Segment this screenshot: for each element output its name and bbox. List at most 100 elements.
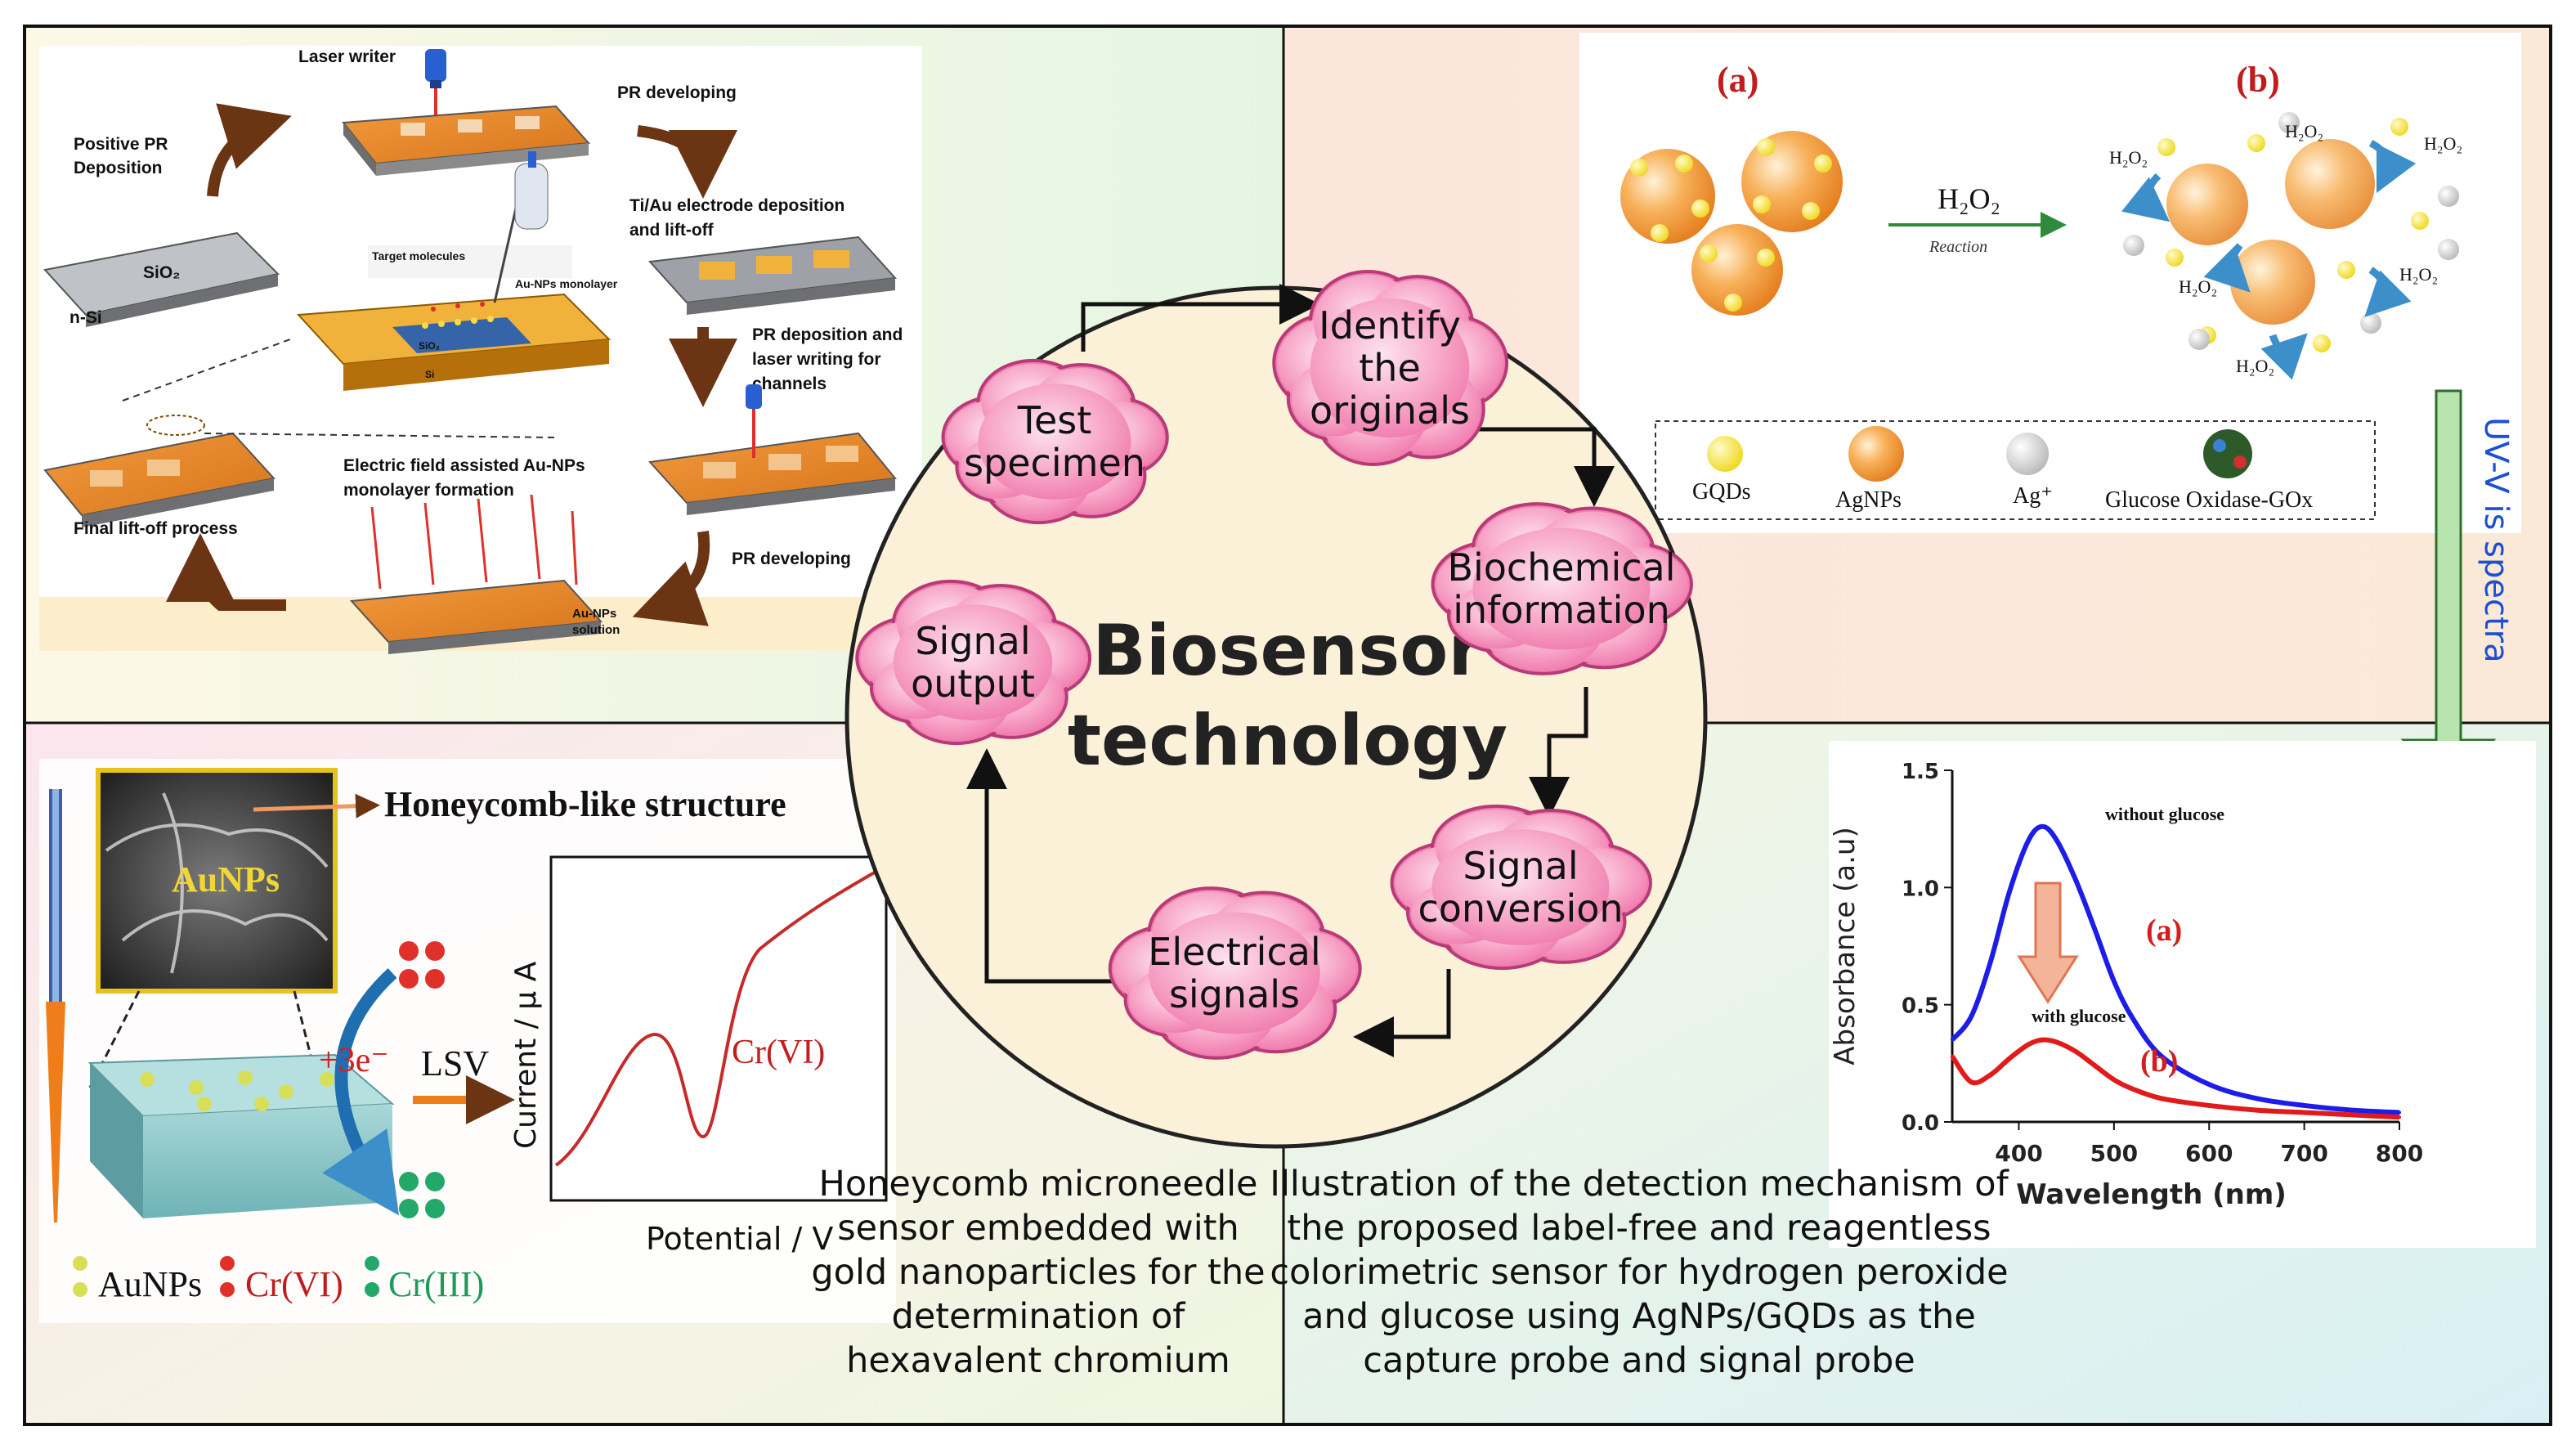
agnp-cluster-before xyxy=(1620,131,1843,316)
label-tiau-line1: Ti/Au electrode deposition xyxy=(629,196,844,215)
label-au-nps-solution-line2: solution xyxy=(572,623,620,637)
y-tick-label: 0.0 xyxy=(1902,1111,1939,1136)
cloud-step-1-line-2: specimen xyxy=(964,441,1145,485)
label-sio2: SiO₂ xyxy=(143,263,181,282)
legend-agnps: AgNPs xyxy=(1835,487,1902,513)
label-h2o2-reaction: H₂O₂ xyxy=(1938,182,2000,215)
sio2-wafer xyxy=(43,231,280,327)
series-1-point xyxy=(1951,1038,1954,1042)
series-1-point xyxy=(2350,1108,2354,1112)
series-1-point xyxy=(2112,980,2116,983)
label-pr-developing-2: PR developing xyxy=(732,550,851,568)
process-arrow-4 xyxy=(166,533,286,611)
label-au-nps-solution-line1: Au-NPs xyxy=(572,607,616,621)
label-panel-a: (a) xyxy=(1717,60,1758,100)
y-tick-label: 1.5 xyxy=(1902,760,1939,784)
center-title-line2: technology xyxy=(1068,700,1508,782)
caption-right-line5: capture probe and signal probe xyxy=(1363,1340,1915,1381)
label-reaction: Reaction xyxy=(1929,238,1987,256)
series-1-point xyxy=(2055,839,2059,842)
label-pr-dep-line1: PR deposition and xyxy=(752,325,903,344)
absorbance-chart-bg xyxy=(1829,741,2536,1248)
label-pr-dep-line2: laser writing for xyxy=(752,350,881,369)
lsv-xlabel: Potential / V xyxy=(646,1221,833,1257)
caption-left-line3: gold nanoparticles for the xyxy=(811,1252,1265,1293)
lsv-curve xyxy=(554,865,885,1167)
series-1-point xyxy=(2027,839,2031,842)
series-2-tag: (b) xyxy=(2140,1044,2178,1079)
series-1-tag: (a) xyxy=(2146,913,2182,948)
label-efield-line1: Electric field assisted Au-NPs xyxy=(343,456,585,475)
series-2-point xyxy=(2093,1064,2097,1068)
cloud-step-6-line-1: Signal xyxy=(915,619,1030,663)
x-tick-label: 600 xyxy=(2185,1140,2233,1167)
caption-right-line3: colorimetric sensor for hydrogen peroxid… xyxy=(1270,1252,2008,1293)
series-1-point xyxy=(1988,961,1992,965)
series-2-point xyxy=(1951,1054,1954,1058)
cloud-step-4-line-2: conversion xyxy=(1418,886,1623,931)
lsv-label: LSV xyxy=(421,1043,489,1083)
label-tiau-line2: and lift-off xyxy=(629,221,715,240)
label-target-molecules: Target molecules xyxy=(372,249,465,262)
reduction-arrow xyxy=(322,968,400,1216)
sem-aunps-tag: AuNPs xyxy=(172,859,280,899)
series-1-point xyxy=(1969,1015,1973,1018)
fabrication-process-panel: Laser writer PR developing Positive PR D… xyxy=(39,46,922,654)
label-h2o2-2: H₂O₂ xyxy=(2285,121,2323,141)
label-h2o2-1: H₂O₂ xyxy=(2109,147,2148,168)
series-2-point xyxy=(1988,1073,1992,1077)
label-pr-dep-line3: channels xyxy=(752,375,827,393)
series-1-point xyxy=(2093,927,2097,931)
wafer-step-2 xyxy=(647,236,898,315)
caption-right-line2: the proposed label-free and reagentless xyxy=(1287,1208,1991,1249)
mechanism-legend xyxy=(1655,420,2376,520)
wafer-step-4 xyxy=(647,384,897,515)
honeycomb-pointer xyxy=(253,793,380,819)
center-title-line1: Biosensor xyxy=(1092,610,1483,692)
cycle-arrow-4 xyxy=(1353,969,1451,1057)
caption-right-line4: and glucose using AgNPs/GQDs as the xyxy=(1302,1296,1976,1337)
cycle-arrow-1 xyxy=(1081,284,1320,352)
series-2-point xyxy=(2350,1113,2354,1117)
series-2-point xyxy=(1969,1080,1973,1084)
agnp-mechanism-panel: (a) (b) H₂O₂ Reaction xyxy=(1579,33,2521,533)
cloud-step-5-line-2: signals xyxy=(1169,972,1300,1016)
series-2-point xyxy=(2398,1115,2401,1119)
decrease-arrow xyxy=(2017,882,2079,1004)
cloud-step-3-line-2: information xyxy=(1453,588,1670,632)
cloud-step-2-line-2: the xyxy=(1359,346,1421,390)
caption-left-line2: sensor embedded with xyxy=(837,1208,1239,1249)
cloud-step-5-line-1: Electrical xyxy=(1148,930,1320,974)
series-2-point xyxy=(2074,1050,2078,1053)
microneedle-icon xyxy=(46,789,65,1222)
wafer-step-3 xyxy=(43,415,276,527)
x-tick-label: 400 xyxy=(1995,1140,2042,1167)
series-1-point xyxy=(2398,1110,2401,1115)
legend-cr-iii: Cr(III) xyxy=(388,1264,484,1304)
cr-iii-ions xyxy=(399,1172,445,1218)
legend-ag-ion: Ag⁺ xyxy=(2013,483,2053,509)
electron-label: +3e⁻ xyxy=(319,1042,389,1079)
caption-bottom-left: Honeycomb microneedle sensor embedded wi… xyxy=(811,1164,1265,1381)
legend-cr-vi: Cr(VI) xyxy=(245,1264,343,1304)
process-arrow-1 xyxy=(207,103,292,197)
cr-vi-ions xyxy=(399,941,445,989)
series-2-name: with glucose xyxy=(2032,1006,2126,1026)
series-2-point xyxy=(2041,1038,2045,1042)
cycle-arrow-2 xyxy=(1459,427,1615,507)
series-2-point xyxy=(2160,1097,2164,1101)
honeycomb-label: Honeycomb-like structure xyxy=(384,784,786,824)
y-axis-label: Absorbance (a.u) xyxy=(1829,827,1861,1065)
legend-aunps: AuNPs xyxy=(98,1264,202,1304)
device-cross-section xyxy=(296,151,612,391)
legend-glucose-oxidase: Glucose Oxidase-GOx xyxy=(2105,487,2313,513)
x-tick-label: 500 xyxy=(2090,1140,2138,1167)
